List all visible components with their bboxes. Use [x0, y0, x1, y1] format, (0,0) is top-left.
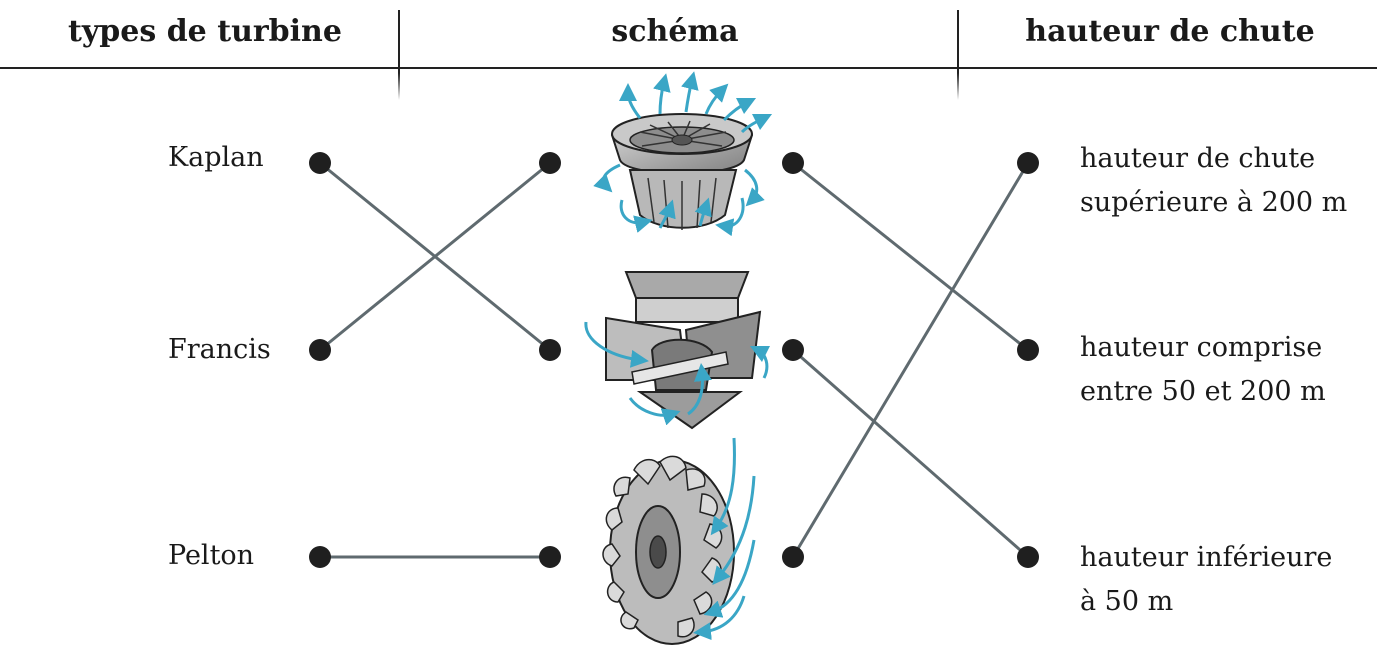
- height-50-200-line1: hauteur comprise: [1080, 332, 1323, 363]
- dot-schema-francis-left[interactable]: [539, 339, 561, 361]
- link-schema-francis-to-height-below-50: [792, 348, 1029, 559]
- height-below-50-line1: hauteur inférieure: [1080, 542, 1333, 573]
- height-label-above-200: hauteur de chute supérieure à 200 m: [1080, 137, 1347, 225]
- kaplan-turbine-icon: [593, 71, 773, 237]
- header-underline: [0, 67, 1377, 69]
- link-francis-to-schema-kaplan: [319, 161, 551, 352]
- turbine-label-kaplan: Kaplan: [168, 142, 264, 173]
- dot-francis[interactable]: [309, 339, 331, 361]
- height-above-200-line2: supérieure à 200 m: [1080, 187, 1348, 218]
- dot-height-above-200[interactable]: [1017, 152, 1039, 174]
- link-schema-kaplan-to-height-50-200: [792, 161, 1029, 352]
- column-separator-left: [398, 10, 400, 100]
- height-50-200-line2: entre 50 et 200 m: [1080, 376, 1326, 407]
- dot-schema-kaplan-right[interactable]: [782, 152, 804, 174]
- francis-turbine-icon: [584, 271, 771, 430]
- pelton-turbine-icon: [602, 437, 756, 645]
- dot-height-50-200[interactable]: [1017, 339, 1039, 361]
- column-separator-right: [957, 10, 959, 100]
- dot-schema-francis-right[interactable]: [782, 339, 804, 361]
- height-label-below-50: hauteur inférieure à 50 m: [1080, 536, 1332, 624]
- link-schema-pelton-to-height-above-200: [791, 162, 1030, 558]
- dot-schema-kaplan-left[interactable]: [539, 152, 561, 174]
- header-schema: schéma: [611, 14, 739, 49]
- header-fall-height: hauteur de chute: [1025, 14, 1315, 49]
- dot-schema-pelton-right[interactable]: [782, 546, 804, 568]
- height-below-50-line2: à 50 m: [1080, 586, 1174, 617]
- turbine-label-pelton: Pelton: [168, 540, 255, 571]
- dot-height-below-50[interactable]: [1017, 546, 1039, 568]
- height-label-50-200: hauteur comprise entre 50 et 200 m: [1080, 326, 1326, 414]
- dot-kaplan[interactable]: [309, 152, 331, 174]
- turbine-label-francis: Francis: [168, 334, 271, 365]
- header-turbine-types: types de turbine: [68, 14, 342, 49]
- dot-pelton[interactable]: [309, 546, 331, 568]
- height-above-200-line1: hauteur de chute: [1080, 143, 1316, 174]
- dot-schema-pelton-left[interactable]: [539, 546, 561, 568]
